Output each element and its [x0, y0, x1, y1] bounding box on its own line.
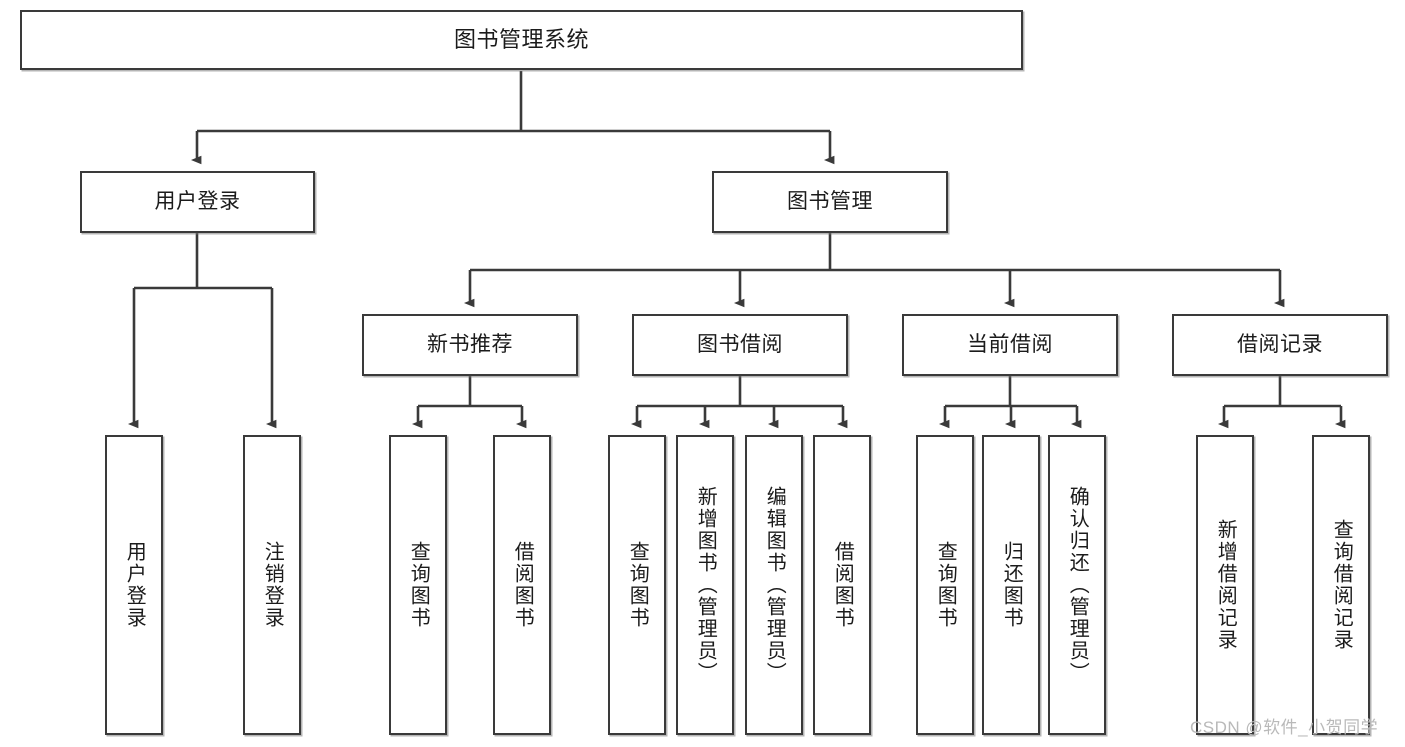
node-book-borrow-label: 图书借阅 — [697, 332, 783, 356]
leaf-query-book-current[interactable]: 查询图书 — [916, 435, 974, 735]
leaf-add-book-admin-label: 新增图书（管理员） — [694, 486, 717, 684]
leaf-edit-book-admin-label: 编辑图书（管理员） — [763, 486, 786, 684]
leaf-add-borrow-record-label: 新增借阅记录 — [1214, 519, 1237, 651]
leaf-query-borrow-record[interactable]: 查询借阅记录 — [1312, 435, 1370, 735]
leaf-borrow-book-recommend-label: 借阅图书 — [511, 541, 534, 629]
node-user-login-label: 用户登录 — [154, 189, 241, 213]
node-root[interactable]: 图书管理系统 — [20, 10, 1023, 70]
leaf-borrow-book-recommend[interactable]: 借阅图书 — [493, 435, 551, 735]
leaf-add-borrow-record[interactable]: 新增借阅记录 — [1196, 435, 1254, 735]
leaf-query-book-borrow[interactable]: 查询图书 — [608, 435, 666, 735]
leaf-query-book-borrow-label: 查询图书 — [626, 541, 649, 629]
leaf-query-book-recommend[interactable]: 查询图书 — [389, 435, 447, 735]
leaf-user-login[interactable]: 用户登录 — [105, 435, 163, 735]
node-user-login[interactable]: 用户登录 — [80, 171, 315, 233]
node-new-book-recommend[interactable]: 新书推荐 — [362, 314, 578, 376]
leaf-borrow-book-label: 借阅图书 — [831, 541, 854, 629]
leaf-query-book-recommend-label: 查询图书 — [407, 541, 430, 629]
leaf-confirm-return-admin[interactable]: 确认归还（管理员） — [1048, 435, 1106, 735]
node-current-borrow[interactable]: 当前借阅 — [902, 314, 1118, 376]
leaf-confirm-return-admin-label: 确认归还（管理员） — [1066, 486, 1089, 684]
node-root-label: 图书管理系统 — [453, 27, 589, 53]
node-book-management[interactable]: 图书管理 — [712, 171, 948, 233]
node-new-book-recommend-label: 新书推荐 — [427, 332, 513, 356]
leaf-logout-label: 注销登录 — [261, 541, 284, 629]
node-book-borrow[interactable]: 图书借阅 — [632, 314, 848, 376]
leaf-edit-book-admin[interactable]: 编辑图书（管理员） — [745, 435, 803, 735]
leaf-logout[interactable]: 注销登录 — [243, 435, 301, 735]
leaf-query-borrow-record-label: 查询借阅记录 — [1330, 519, 1353, 651]
leaf-add-book-admin[interactable]: 新增图书（管理员） — [676, 435, 734, 735]
leaf-borrow-book[interactable]: 借阅图书 — [813, 435, 871, 735]
leaf-return-book[interactable]: 归还图书 — [982, 435, 1040, 735]
node-borrow-records[interactable]: 借阅记录 — [1172, 314, 1388, 376]
leaf-query-book-current-label: 查询图书 — [934, 541, 957, 629]
node-book-management-label: 图书管理 — [787, 189, 873, 213]
leaf-user-login-label: 用户登录 — [123, 541, 146, 629]
node-current-borrow-label: 当前借阅 — [967, 332, 1053, 356]
node-borrow-records-label: 借阅记录 — [1237, 332, 1323, 356]
leaf-return-book-label: 归还图书 — [1000, 541, 1023, 629]
